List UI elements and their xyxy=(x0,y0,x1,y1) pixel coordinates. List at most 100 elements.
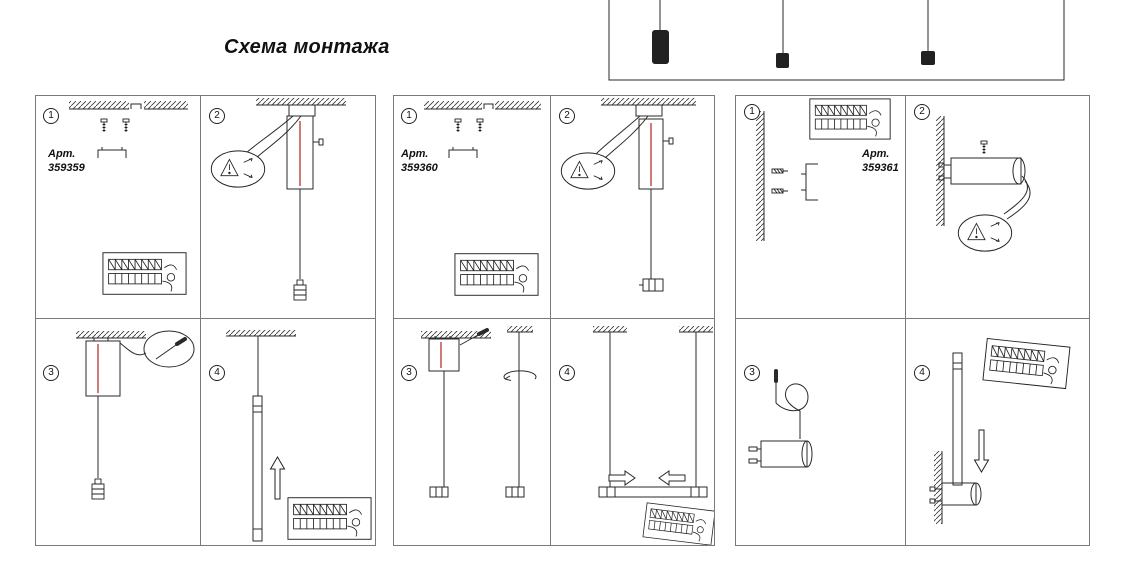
p2-step-2-cell: 2 xyxy=(551,96,714,319)
fixture-body-icon xyxy=(638,118,674,190)
screw-icon xyxy=(476,118,484,133)
lamp-socket-icon xyxy=(91,478,105,500)
ceiling-hatch-icon xyxy=(69,101,188,110)
step-badge: 1 xyxy=(744,104,760,120)
step-badge: 2 xyxy=(559,108,575,124)
art-label-text: Арт. xyxy=(862,148,890,160)
tube-icon xyxy=(252,395,263,542)
terminal-detail-icon xyxy=(809,98,891,140)
pendant-lamp-small-1 xyxy=(776,53,789,68)
step-badge: 3 xyxy=(744,365,760,381)
terminal-detail-icon xyxy=(102,252,187,295)
ceiling-hatch-icon xyxy=(424,101,541,110)
p3-step-3-cell: 3 xyxy=(736,319,906,545)
step-drawing xyxy=(929,338,1071,524)
wall-hatch-icon xyxy=(936,116,945,226)
pendant-lamp-small-2 xyxy=(921,51,935,65)
step-drawing xyxy=(226,330,372,542)
tube-icon xyxy=(598,486,708,498)
p2-step-4-cell: 4 xyxy=(551,319,714,545)
step-badge: 3 xyxy=(43,365,59,381)
ceiling-hatch-icon xyxy=(593,326,713,333)
step-badge: 2 xyxy=(209,108,225,124)
lamp-socket-icon xyxy=(639,278,664,292)
ceiling-hatch-icon xyxy=(421,326,533,339)
terminal-detail-icon xyxy=(454,253,539,296)
pendant-lamp-large xyxy=(652,30,669,64)
canopy-icon xyxy=(288,104,316,117)
art-number-text: 359359 xyxy=(48,161,85,174)
screw-icon xyxy=(122,118,130,133)
anchor-icon xyxy=(771,168,789,174)
inward-arrow-icons xyxy=(608,470,686,486)
terminal-detail-icon xyxy=(287,497,372,540)
step-drawing xyxy=(748,369,813,468)
pendant-wires xyxy=(659,0,929,53)
art-number-label: Арт. 359359 xyxy=(48,148,85,176)
fixture-body-icon xyxy=(286,115,324,190)
p3-step-2-cell: 2 xyxy=(906,96,1089,319)
wall-hatch-icon xyxy=(756,111,765,241)
p3-step-4-cell: 4 xyxy=(906,319,1089,545)
fixture-body-icon xyxy=(748,440,813,468)
fixture-body-icon xyxy=(929,482,982,506)
down-arrow-icon xyxy=(973,429,990,473)
wires xyxy=(595,115,649,161)
step-drawing xyxy=(424,101,541,296)
product-preview-image xyxy=(608,0,1065,81)
step-drawing xyxy=(936,116,1031,252)
step-drawing xyxy=(756,98,891,241)
art-number-label: Арт. 359361 xyxy=(862,148,899,176)
step-badge: 4 xyxy=(559,365,575,381)
p2-step-3-cell: 3 xyxy=(394,319,551,545)
p1-step-3-cell: 3 xyxy=(36,319,201,545)
step-badge: 3 xyxy=(401,365,417,381)
step-badge: 1 xyxy=(43,108,59,124)
step-drawing xyxy=(69,101,188,295)
terminal-detail-icon xyxy=(982,338,1071,390)
step-drawing xyxy=(76,330,195,500)
art-number-label: Арт. 359360 xyxy=(401,148,438,176)
step-badge: 4 xyxy=(914,365,930,381)
screwdriver-magnifier-icon xyxy=(119,330,195,368)
wires xyxy=(1003,175,1031,220)
art-label-text: Арт. xyxy=(48,148,76,160)
screw-icon xyxy=(980,140,988,155)
screwdriver-icon xyxy=(459,334,479,346)
step-badge: 2 xyxy=(914,104,930,120)
screw-icon xyxy=(454,118,462,133)
lamp-socket-icon xyxy=(429,486,449,498)
wires xyxy=(245,115,302,159)
ceiling-hatch-icon xyxy=(601,98,696,106)
lamp-socket-icon xyxy=(293,279,307,301)
preview-frame xyxy=(608,0,1065,81)
screw-icon xyxy=(100,118,108,133)
p1-step-2-cell: 2 xyxy=(201,96,375,319)
p3-step-1-cell: 1 Арт. 359361 xyxy=(736,96,906,319)
suspension-cables xyxy=(609,332,697,487)
cable-loop xyxy=(775,383,809,439)
step-badge: 4 xyxy=(209,365,225,381)
page-title: Схема монтажа xyxy=(224,36,390,58)
screwdriver-handle xyxy=(477,328,489,336)
step-drawing xyxy=(560,98,696,292)
rotation-arrow-icon xyxy=(503,370,537,381)
terminal-detail-icon xyxy=(642,502,714,545)
fixture-body-icon xyxy=(428,336,460,372)
anchor-icon xyxy=(771,188,789,194)
panel-model-2: 1 Арт. 359360 2 xyxy=(393,95,715,546)
up-arrow-icon xyxy=(269,456,286,500)
art-number-text: 359361 xyxy=(862,161,899,174)
step-drawing xyxy=(593,326,714,545)
p2-step-1-cell: 1 Арт. 359360 xyxy=(394,96,551,319)
warning-magnifier-icon xyxy=(560,152,616,190)
warning-magnifier-icon xyxy=(957,214,1013,252)
fixture-body-icon xyxy=(938,157,1026,185)
ceiling-hatch-icon xyxy=(76,331,146,339)
tube-icon xyxy=(952,352,963,486)
panel-model-3: 1 Арт. 359361 2 xyxy=(735,95,1090,546)
ceiling-hatch-icon xyxy=(226,330,296,337)
art-label-text: Арт. xyxy=(401,148,429,160)
p1-step-4-cell: 4 xyxy=(201,319,375,545)
